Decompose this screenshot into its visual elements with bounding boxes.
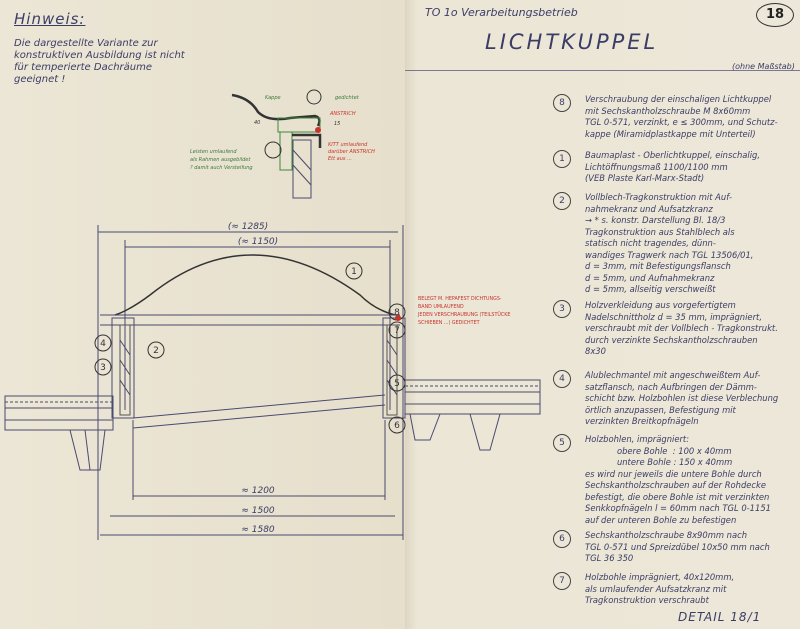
legend-text: Sechskantholzschraube 8x90mm nach TGL 0-… xyxy=(585,530,770,563)
title-block xyxy=(405,0,800,71)
callout-3: 3 xyxy=(100,363,106,373)
legend-text: Baumaplast - Oberlichtkuppel, einschalig… xyxy=(585,150,761,183)
roof-left xyxy=(4,395,114,471)
legend-number: 5 xyxy=(553,434,571,452)
dim-1285: (≈ 1285) xyxy=(228,222,268,232)
label-dim-15: 15 xyxy=(334,121,340,127)
label-dim-40: 40 xyxy=(254,120,260,126)
label-cap: Kappe xyxy=(265,95,281,101)
roof-right xyxy=(404,379,541,451)
label-sealed: gedichtet xyxy=(335,95,360,101)
legend-text: Holzbohle imprägniert, 40x120mm, als uml… xyxy=(585,572,735,605)
red-note: BELEGT M. HEPAFEST DICHTUNGS- BAND UMLAU… xyxy=(418,297,511,326)
legend-text: Vollblech-Tragkonstruktion mit Auf- nahm… xyxy=(585,192,754,294)
callout-6: 6 xyxy=(394,421,400,431)
dimension-lines xyxy=(97,225,404,540)
detail-reference: DETAIL 18/1 xyxy=(678,610,762,624)
header-subtitle: TO 1o Verarbeitungsbetrieb xyxy=(425,6,578,19)
legend-number: 6 xyxy=(553,530,571,548)
legend-number: 1 xyxy=(553,150,571,168)
callout-8: 8 xyxy=(394,308,400,318)
legend-number: 3 xyxy=(553,300,571,318)
legend-number: 8 xyxy=(553,94,571,112)
dim-1150: (≈ 1150) xyxy=(238,237,278,247)
note-title: Hinweis: xyxy=(14,10,86,28)
callout-1: 1 xyxy=(351,267,357,277)
scale-note: (ohne Maßstab) xyxy=(732,62,795,71)
paper-right-page xyxy=(405,0,800,629)
legend-text: Alublechmantel mit angeschweißtem Auf- s… xyxy=(585,370,779,426)
sheet-number: 18 xyxy=(756,3,794,27)
dim-1580: ≈ 1580 xyxy=(241,525,275,535)
callout-4: 4 xyxy=(100,339,106,349)
legend-number: 4 xyxy=(553,370,571,388)
note-text: Die dargestellte Variante zur konstrukti… xyxy=(14,38,185,85)
callout-5: 5 xyxy=(394,379,400,389)
dim-1200: ≈ 1200 xyxy=(241,486,275,496)
label-flashing: ANSTRICH xyxy=(329,111,356,117)
legend-text: Holzverkleidung aus vorgefertigtem Nadel… xyxy=(585,300,778,356)
callout-2: 2 xyxy=(153,346,159,356)
dim-1500: ≈ 1500 xyxy=(241,506,275,516)
joint-detail xyxy=(231,89,322,199)
upstand-left xyxy=(111,317,135,419)
legend-number: 7 xyxy=(553,572,571,590)
page-title: LICHTKUPPEL xyxy=(485,30,659,54)
callout-7: 7 xyxy=(394,326,400,336)
legend-number: 2 xyxy=(553,192,571,210)
label-bars: Leisten umlaufend als Rahmen ausgebildet… xyxy=(190,149,253,171)
dome-shell xyxy=(114,254,396,316)
label-putty: KITT umlaufend darüber ANSTRICH Ett aus … xyxy=(328,142,375,162)
legend-text: Verschraubung der einschaligen Lichtkupp… xyxy=(585,94,778,139)
legend-text: Holzbohlen, imprägniert: obere Bohle : 1… xyxy=(585,434,771,525)
